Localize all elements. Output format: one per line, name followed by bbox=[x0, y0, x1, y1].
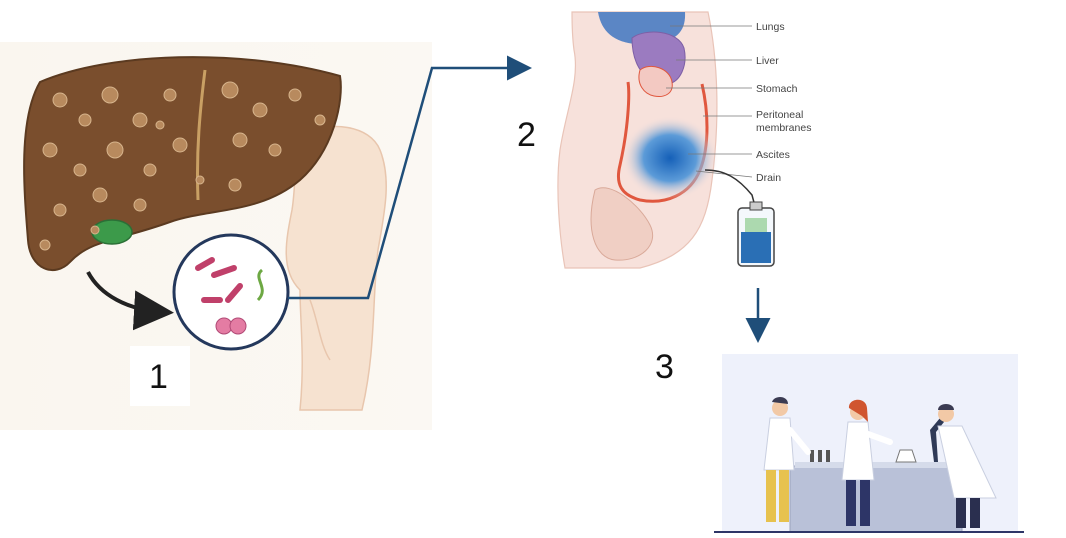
step-number-1: 1 bbox=[149, 358, 168, 396]
label-peritoneal: Peritoneal bbox=[756, 109, 803, 121]
ascites-fluid bbox=[622, 116, 718, 200]
body-silhouette bbox=[285, 125, 387, 411]
step-number-3: 3 bbox=[655, 348, 674, 386]
connector-1-to-2 bbox=[288, 55, 532, 300]
drain-bag-icon bbox=[737, 201, 775, 267]
step-one-box bbox=[130, 346, 190, 406]
label-stomach: Stomach bbox=[756, 83, 798, 95]
bacteria-magnifier-icon bbox=[172, 233, 290, 351]
panel-lab bbox=[714, 354, 1024, 533]
pelvis-shape bbox=[590, 187, 653, 261]
drain-tube bbox=[704, 169, 757, 211]
label-drain: Drain bbox=[756, 172, 781, 184]
label-membranes: membranes bbox=[756, 122, 811, 134]
label-lungs: Lungs bbox=[756, 21, 785, 33]
label-liver: Liver bbox=[756, 55, 779, 67]
step-number-2: 2 bbox=[517, 116, 536, 154]
panel-abdomen: Lungs Liver Stomach Peritoneal membranes… bbox=[557, 11, 811, 269]
label-leaders bbox=[666, 25, 753, 178]
abdomen-cross-section-icon bbox=[557, 11, 718, 269]
panel-liver bbox=[0, 42, 432, 430]
lab-scientists-icon bbox=[763, 396, 997, 533]
stomach-shape bbox=[638, 66, 673, 97]
liver-to-bacteria-arrow bbox=[86, 271, 174, 331]
body-arm-line bbox=[309, 299, 331, 361]
label-ascites: Ascites bbox=[756, 149, 790, 161]
cirrhotic-liver-icon bbox=[23, 56, 342, 272]
